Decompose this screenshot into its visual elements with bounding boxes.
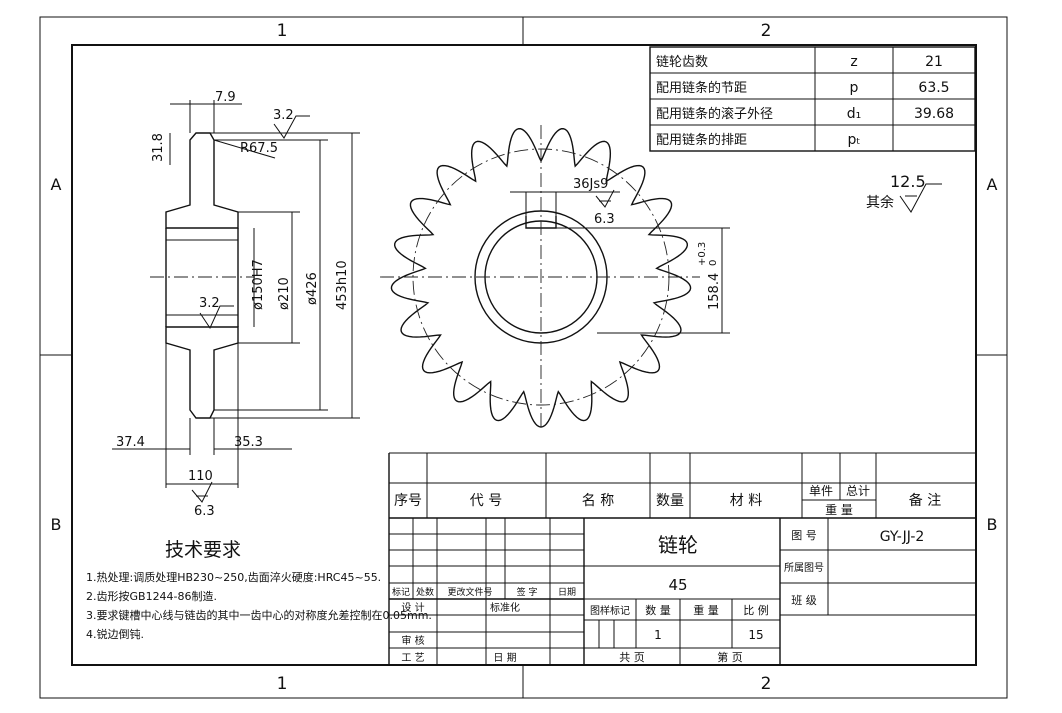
param-symbol-row: pₜ: [847, 132, 860, 148]
dim-tip: ø426: [305, 272, 320, 305]
dim-chamfer: 31.8: [151, 133, 166, 162]
section-bottom-web: [165, 326, 239, 419]
rev-label-sign: 签 字: [517, 586, 538, 598]
label-process: 工 艺: [401, 652, 424, 664]
label-drawing-mark: 图样标记: [590, 604, 630, 617]
parts-header-remark: 备 注: [909, 492, 941, 509]
label-standard: 标准化: [490, 601, 520, 614]
rev-label-date: 日期: [558, 587, 576, 598]
zone-left-b: B: [51, 515, 62, 534]
roughness-symbol-icon: [899, 183, 942, 213]
value-scale: 15: [748, 628, 763, 642]
parts-header-weight: 重 量: [825, 503, 853, 517]
parts-header-unit: 单件: [809, 484, 833, 498]
value-qty: 1: [654, 628, 662, 642]
roughness-bottom-icon: [191, 481, 213, 503]
dim-left: 37.4: [116, 435, 145, 450]
parts-header-total: 总计: [846, 484, 870, 498]
zone-bottom-2: 2: [761, 674, 772, 694]
tech-req-item-1: 1.热处理:调质处理HB230~250,齿面淬火硬度:HRC45~55.: [86, 570, 381, 584]
dim-outer: 453h10: [335, 260, 350, 310]
zone-top-1: 1: [277, 21, 288, 41]
roughness-top: 3.2: [273, 108, 294, 123]
section-top-web: [165, 132, 239, 229]
parts-header-qty: 数量: [656, 493, 684, 509]
parts-list: 序号 代 号 名 称 数量 材 料 单件 总计 重 量 备 注: [388, 452, 976, 665]
parts-header-code: 代 号: [470, 493, 502, 509]
front-view: 36Js9 6.3 158.4 +0.3 0: [380, 125, 730, 430]
part-material: 45: [668, 576, 687, 594]
label-date: 日 期: [493, 652, 516, 664]
zone-top-2: 2: [761, 21, 772, 41]
rev-label-count: 处数: [416, 586, 434, 598]
param-value-teeth: 21: [925, 54, 943, 70]
roughness-bottom: 6.3: [194, 504, 215, 519]
dim-keyway: 36Js9: [573, 177, 608, 192]
label-design: 设 计: [401, 601, 424, 614]
label-page: 第 页: [717, 650, 743, 664]
rev-label-doc: 更改文件号: [447, 586, 492, 598]
title-block: 标记 处数 更改文件号 签 字 日期 设 计 标准化 审 核 工 艺 日 期 链…: [389, 517, 976, 665]
param-label-pitch: 配用链条的节距: [656, 80, 747, 96]
part-name: 链轮: [658, 533, 698, 557]
label-review: 审 核: [401, 634, 424, 647]
roughness-bore-icon: [199, 305, 234, 330]
dim-right: 35.3: [234, 435, 263, 450]
tech-req-item-2: 2.齿形按GB1244-86制造.: [86, 589, 217, 603]
label-total-pages: 共 页: [619, 651, 645, 664]
param-label-roller: 配用链条的滚子外径: [656, 106, 773, 122]
label-scale: 比 例: [743, 603, 769, 617]
label-belongs: 所属图号: [784, 562, 824, 574]
dim-depth-tol-upper: +0.3: [697, 242, 708, 266]
param-value-pitch: 63.5: [918, 80, 949, 96]
roughness-keyway-icon: [595, 189, 615, 208]
dim-depth: 158.4: [707, 273, 722, 310]
param-value-roller: 39.68: [914, 106, 954, 122]
label-drawing-no: 图 号: [791, 529, 817, 542]
dim-top-width: 7.9: [215, 90, 236, 105]
dim-radius: R67.5: [240, 141, 278, 156]
tech-req-title: 技术要求: [165, 539, 241, 561]
param-label-row: 配用链条的排距: [656, 132, 747, 148]
parts-header-seq: 序号: [394, 493, 422, 509]
dim-bore: ø150H7: [251, 259, 266, 310]
roughness-note: 其余 12.5: [866, 172, 942, 213]
tech-req-item-4: 4.锐边倒钝.: [86, 627, 144, 641]
params-table: 链轮齿数 配用链条的节距 配用链条的滚子外径 配用链条的排距 z p d₁ pₜ…: [649, 46, 976, 152]
zone-bottom-1: 1: [277, 674, 288, 694]
value-drawing-no: GY-JJ-2: [880, 529, 925, 545]
rev-label-mark: 标记: [392, 586, 410, 598]
roughness-prefix: 其余: [866, 194, 894, 211]
label-weight: 重 量: [693, 603, 719, 617]
roughness-bore: 3.2: [199, 296, 220, 311]
roughness-keyway: 6.3: [594, 212, 615, 227]
tech-req-item-3: 3.要求键槽中心线与链齿的其中一齿中心的对称度允差控制在0.05mm.: [86, 608, 432, 622]
param-symbol-teeth: z: [850, 54, 857, 70]
parts-header-name: 名 称: [582, 493, 614, 509]
dim-hub: ø210: [277, 277, 292, 310]
zone-right-a: A: [987, 175, 998, 194]
parts-header-material: 材 料: [730, 493, 762, 509]
zone-left-a: A: [51, 175, 62, 194]
label-qty: 数 量: [645, 604, 671, 617]
zone-right-b: B: [987, 515, 998, 534]
dim-width: 110: [188, 469, 213, 484]
dim-depth-tol-lower: 0: [708, 260, 719, 266]
label-class: 班 级: [791, 594, 817, 607]
roughness-top-icon: [273, 115, 310, 139]
param-label-teeth: 链轮齿数: [656, 55, 708, 70]
param-symbol-pitch: p: [850, 80, 859, 96]
roughness-value: 12.5: [890, 172, 926, 191]
tech-requirements: 技术要求 1.热处理:调质处理HB230~250,齿面淬火硬度:HRC45~55…: [86, 539, 432, 641]
side-view: 7.9 31.8 R67.5 3.2 ø150H7 ø210 ø426 453h…: [112, 90, 360, 519]
param-symbol-roller: d₁: [847, 106, 862, 122]
